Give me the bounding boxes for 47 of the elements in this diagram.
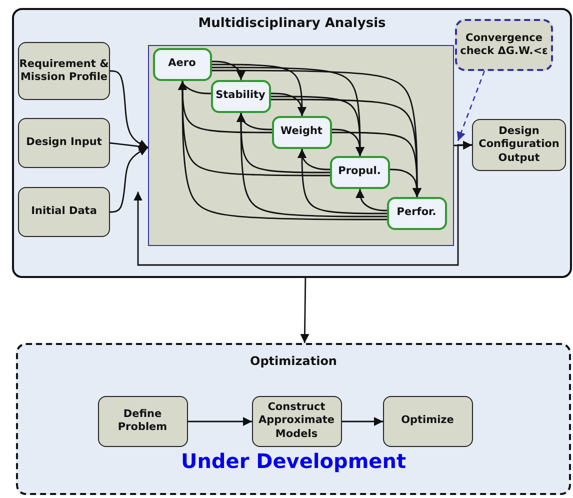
box-label: Perfor. <box>396 206 438 220</box>
discipline-box <box>210 80 270 112</box>
arrow <box>298 149 387 214</box>
panel-title: Optimization <box>249 354 338 369</box>
process-box <box>98 396 188 446</box>
process-box <box>18 187 110 237</box>
box-label: Define Problem <box>116 408 168 434</box>
status-note: Under Development <box>180 449 408 474</box>
discipline-panel <box>148 45 454 246</box>
arrow <box>332 128 364 156</box>
optimization-panel <box>16 343 571 495</box>
arrow <box>134 144 472 266</box>
panel-title: Multidisciplinary Analysis <box>197 16 387 32</box>
box-label: Propul. <box>337 165 382 179</box>
output-box <box>472 119 566 171</box>
box-label: Aero <box>167 57 197 71</box>
arrow <box>454 140 472 150</box>
arrow <box>188 417 252 426</box>
arrow <box>342 417 383 426</box>
arrow <box>110 142 148 151</box>
discipline-box <box>152 48 212 80</box>
arrow <box>271 92 306 116</box>
box-label: Stability <box>214 89 266 103</box>
arrow <box>212 60 246 80</box>
box-label: Design Input <box>25 136 103 150</box>
arrow <box>356 189 387 212</box>
box-label: Design Configuration Output <box>478 125 560 165</box>
process-box <box>18 42 110 100</box>
analysis-panel <box>12 8 572 278</box>
arrow <box>178 81 387 220</box>
box-label: Construct Approximate Models <box>257 401 336 441</box>
process-box <box>18 118 110 168</box>
box-label: Initial Data <box>30 205 98 219</box>
box-label: Weight <box>280 125 324 139</box>
box-label: Convergence check ΔG.W.<ε <box>459 32 549 58</box>
discipline-box <box>330 156 390 188</box>
discipline-box <box>272 116 332 148</box>
process-box <box>252 396 342 446</box>
arrow <box>300 278 310 343</box>
arrow <box>456 70 485 142</box>
arrow <box>236 113 387 218</box>
process-box <box>382 396 472 446</box>
box-label: Optimize <box>400 414 455 428</box>
convergence-check-box <box>455 19 553 71</box>
box-label: Requirement & Mission Profile <box>19 58 109 84</box>
discipline-box <box>386 196 446 230</box>
arrow <box>390 168 422 197</box>
